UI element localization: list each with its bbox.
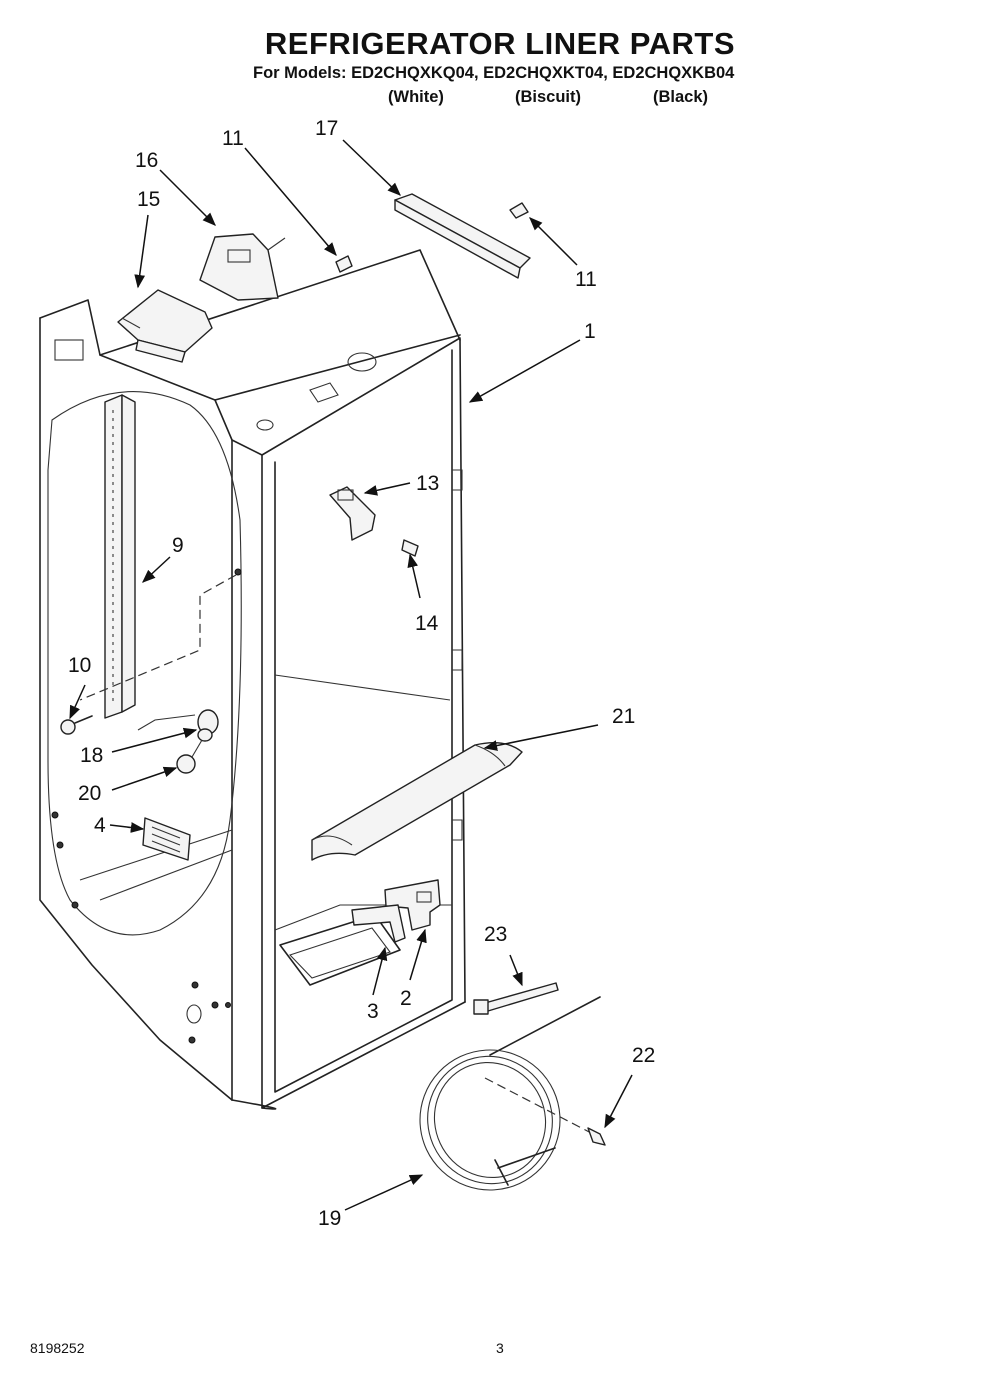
wire-tie-dashed bbox=[484, 1077, 596, 1136]
part-11-screw-left bbox=[335, 255, 353, 273]
callout-19: 19 bbox=[318, 1207, 341, 1230]
callout-11-right: 11 bbox=[575, 268, 597, 291]
variant-biscuit: (Biscuit) bbox=[515, 88, 581, 106]
callout-16: 16 bbox=[135, 149, 158, 172]
wire-harness-dashed bbox=[79, 574, 237, 701]
part-10-screw bbox=[60, 715, 93, 735]
callout-22: 22 bbox=[632, 1044, 655, 1067]
callout-arrows bbox=[69, 139, 633, 1211]
part-3-bracket bbox=[351, 904, 406, 943]
callout-10: 10 bbox=[68, 654, 91, 677]
part-16-bracket bbox=[199, 233, 286, 301]
callout-9: 9 bbox=[172, 534, 184, 557]
part-22-screw bbox=[587, 1127, 606, 1146]
callout-14: 14 bbox=[415, 612, 439, 635]
part-14-screw bbox=[401, 539, 419, 557]
callout-15: 15 bbox=[137, 188, 160, 211]
callout-4: 4 bbox=[94, 814, 106, 837]
part-17-top-rail bbox=[394, 193, 531, 279]
part-18-lamp-socket bbox=[137, 709, 219, 742]
part-15-control-housing bbox=[117, 289, 213, 363]
callout-3: 3 bbox=[367, 1000, 379, 1023]
models-line: For Models: ED2CHQXKQ04, ED2CHQXKT04, ED… bbox=[253, 64, 735, 82]
callout-17: 17 bbox=[315, 117, 338, 140]
part-11-screw-right bbox=[509, 202, 529, 219]
page-title: REFRIGERATOR LINER PARTS bbox=[264, 26, 736, 61]
callout-2: 2 bbox=[400, 987, 412, 1010]
callout-13: 13 bbox=[416, 472, 439, 495]
refrigerator-liner bbox=[39, 249, 466, 1110]
part-21-cover bbox=[311, 742, 523, 861]
callout-labels: 1 2 3 4 9 10 11 11 13 14 15 16 17 18 19 … bbox=[68, 117, 655, 1230]
document-number: 8198252 bbox=[30, 1340, 85, 1356]
part-13-bracket bbox=[329, 486, 376, 541]
page-number: 3 bbox=[496, 1340, 504, 1356]
callout-18: 18 bbox=[80, 744, 103, 767]
part-23-cable-tie bbox=[473, 982, 559, 1015]
part-19-tube-coil bbox=[419, 996, 601, 1191]
part-9-rail bbox=[104, 394, 136, 719]
callout-23: 23 bbox=[484, 923, 507, 946]
variant-white: (White) bbox=[388, 88, 444, 106]
callout-20: 20 bbox=[78, 782, 101, 805]
callout-21: 21 bbox=[612, 705, 635, 728]
part-4-switch bbox=[142, 817, 191, 861]
variant-black: (Black) bbox=[653, 88, 709, 106]
callout-11-top: 11 bbox=[222, 127, 244, 150]
callout-1: 1 bbox=[584, 320, 596, 343]
part-20-bulb bbox=[176, 739, 203, 774]
